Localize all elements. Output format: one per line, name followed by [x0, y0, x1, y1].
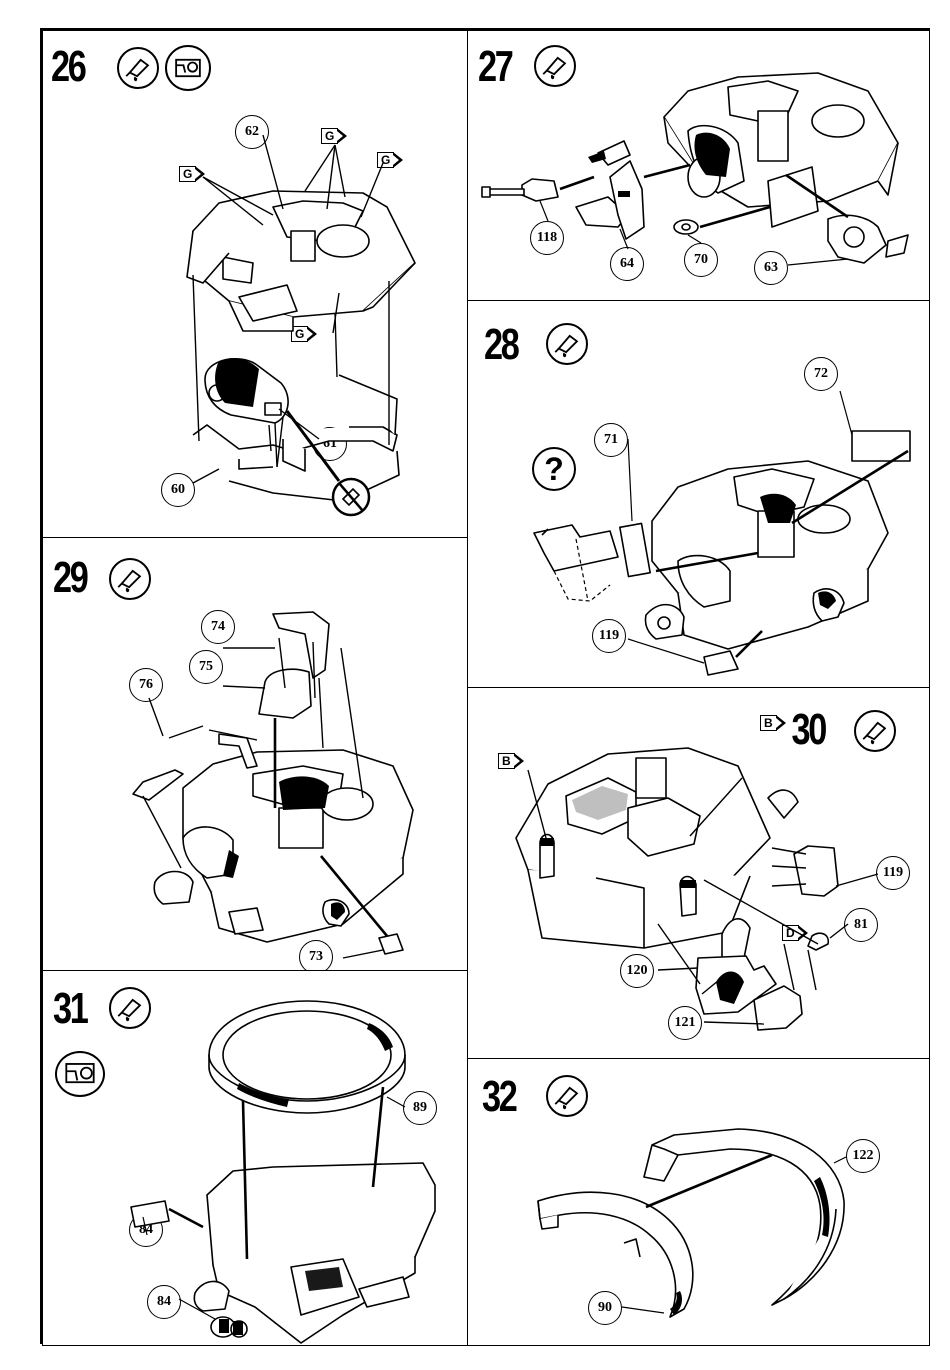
step-29-drawing: [43, 538, 469, 972]
instruction-sheet: 26 62 61 60 G G G G: [40, 28, 930, 1344]
step-31-panel: 31 89 84 84: [42, 970, 468, 1346]
step-30-panel: 30 B B D 119 81 120 121: [467, 687, 930, 1059]
step-28-panel: 28 72 71 119 ?: [467, 300, 930, 688]
step-30-drawing: [468, 688, 931, 1060]
step-26-drawing: [43, 31, 469, 539]
step-31-drawing: [43, 971, 469, 1347]
step-27-drawing: [468, 31, 931, 303]
step-28-drawing: [468, 301, 931, 689]
step-27-panel: 27 118 64 70 63: [467, 30, 930, 302]
step-32-drawing: [468, 1059, 931, 1347]
step-32-panel: 32 122 90: [467, 1058, 930, 1346]
step-29-panel: 29 74 75 76 73: [42, 537, 468, 971]
step-26-panel: 26 62 61 60 G G G G: [42, 30, 468, 538]
